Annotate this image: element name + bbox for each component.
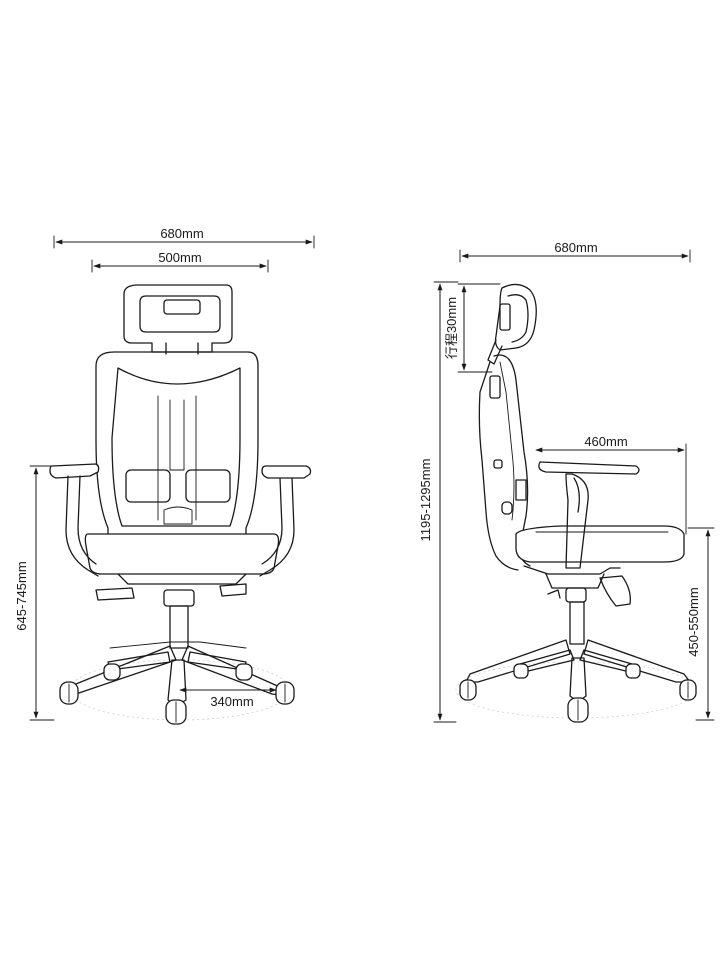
label-total-height: 1195-1295mm [418,459,433,542]
side-caster-back-right [625,663,641,679]
label-seat-height: 450-550mm [686,587,701,656]
side-casters [459,663,697,723]
label-arm-height: 645-745mm [14,561,29,630]
front-casters [59,663,295,725]
side-star-base [465,639,691,703]
front-star-base [61,641,289,707]
side-seat [515,525,685,563]
front-backrest [95,351,259,553]
front-armrest-left [49,463,100,577]
front-gas-cylinder [163,589,195,649]
front-caster-left [59,681,79,705]
front-mechanism [95,573,247,601]
front-lumbar-pad-left [125,469,171,503]
label-side-depth: 680mm [554,240,597,255]
front-caster-back-left [103,663,121,681]
side-armrest [538,461,640,569]
label-headrest-travel: 行程30mm [444,297,459,359]
side-caster-right [679,679,697,701]
label-front-width: 680mm [160,226,203,241]
front-view: 680mm 500mm 645-745mm 340mm [14,226,315,725]
label-arm-depth: 460mm [584,434,627,449]
side-view: 680mm 行程30mm 1195-1295mm 460mm 450-550mm [418,240,715,723]
front-armrest-right [259,465,312,577]
front-caster-center [165,699,187,725]
side-mechanism [523,565,631,607]
front-headrest [123,284,233,355]
label-base-gap: 340mm [210,694,253,709]
side-caster-center [567,697,589,723]
label-back-width: 500mm [158,250,201,265]
side-gas-cylinder [565,587,587,645]
front-seat [84,533,280,575]
front-caster-right [275,681,295,705]
front-lumbar-pad-right [185,469,231,503]
side-caster-back-left [513,663,529,679]
front-caster-back-right [235,663,253,681]
side-caster-left [459,679,477,701]
side-headrest [487,283,537,365]
